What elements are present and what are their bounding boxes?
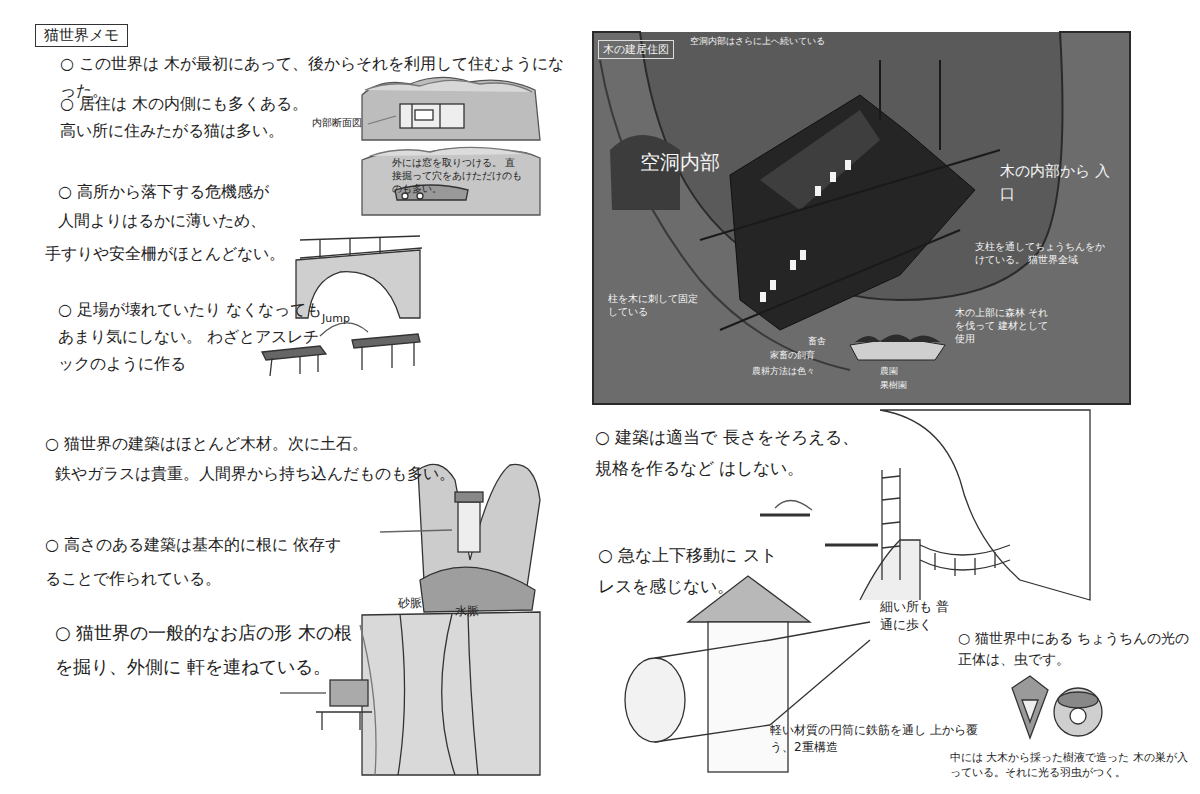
note-text: ○ 猫世界の建築はほとんど木材。次に土石。 xyxy=(45,430,425,457)
note-text: 柱を木に刺して固定している xyxy=(608,292,698,318)
note-text: 支柱を通してちょうちんをかけている。 猫世界全域 xyxy=(975,240,1105,266)
note-text: ○ 猫世界中にある ちょうちんの光の正体は、虫です。 xyxy=(958,628,1190,670)
note-text: 木の上部に森林 それを伐って 建材として使用 xyxy=(955,306,1055,345)
note-text: ○ 居住は 木の内側にも多くある。 高い所に住みたがる猫は多い。 xyxy=(60,90,320,144)
note-text: 家畜の飼育 xyxy=(770,350,830,361)
note-text: 軽い材質の円筒に鉄筋を通し 上から覆う、2重構造 xyxy=(770,722,980,756)
note-text: 内部断面図 xyxy=(312,116,372,129)
note-text: ○ 急な上下移動に ストレスを感じない。 xyxy=(598,540,778,601)
note-text: ○ 高所から落下する危機感が 人間よりはるかに薄いため、 xyxy=(58,178,288,236)
note-text: 細い所も 普通に歩く xyxy=(880,598,960,634)
note-text: 果樹園 xyxy=(880,380,920,391)
note-text: ○ 建築は適当で 長さをそろえる、規格を作るなど はしない。 xyxy=(595,422,870,483)
note-text: 外には窓を取りつける。 直接掘って穴をあけただけのものも多い。 xyxy=(392,156,522,195)
note-text: 水脈 xyxy=(455,604,495,618)
note-text: 中には 大木から採った樹液で造った 木の巣が入っている。それに光る羽虫がつく。 xyxy=(950,750,1190,781)
note-text: ○ 猫世界の一般的なお店の形 木の根を掘り、外側に 軒を連ねている。 xyxy=(55,616,355,684)
note-text: 空洞内部 xyxy=(640,150,750,174)
note-text: 農園 xyxy=(880,366,910,377)
note-text: 空洞内部はさらに上へ続いている xyxy=(690,36,910,47)
note-text: 畜舎 xyxy=(808,336,838,347)
note-text: 砂脈 xyxy=(398,596,438,610)
note-text: ○ 足場が壊れていたり なくなっても あまり気にしない。 わざとアスレチックのよ… xyxy=(58,296,326,378)
note-text: Jump xyxy=(322,312,362,325)
label-text: 木の建居住図 xyxy=(603,42,669,57)
note-text: ○ 高さのある建築は基本的に根に 依存することで作られている。 xyxy=(45,528,345,595)
note-text: 木の内部から 入口 xyxy=(1000,160,1110,205)
note-text: 農耕方法は色々 xyxy=(752,366,832,377)
note-text: 手すりや安全柵がほとんどない。 xyxy=(45,240,305,267)
sheet-title: 猫世界メモ xyxy=(35,24,128,47)
note-text: 鉄やガラスは貴重。人間界から持ち込んだものも多い。 xyxy=(55,460,455,487)
panel-label-box: 木の建居住図 xyxy=(598,40,674,59)
